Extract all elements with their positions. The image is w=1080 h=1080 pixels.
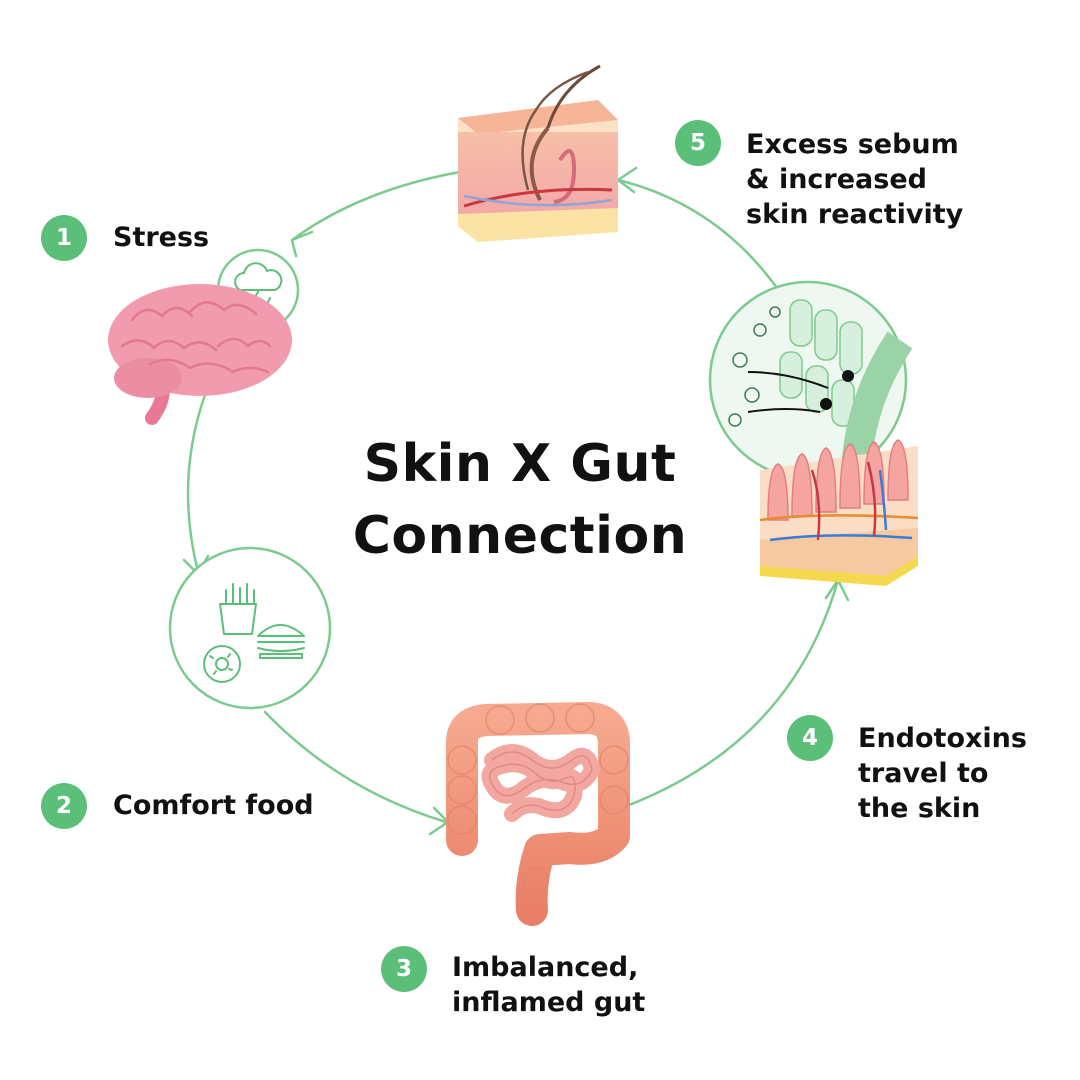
- step-1-badge: 1: [41, 215, 87, 261]
- title-line-2: Connection: [352, 506, 688, 566]
- comfort-food-circle: [168, 546, 332, 710]
- step-1-label: Stress: [113, 220, 209, 255]
- arc-villi-to-skin: [616, 178, 784, 297]
- step-4-label-line-3: the skin: [858, 793, 981, 824]
- step-4-badge: 4: [787, 715, 833, 761]
- step-5-label-line-3: skin reactivity: [746, 199, 964, 230]
- arc-skin-to-stress: [290, 170, 462, 242]
- step-4-label-line-1: Endotoxins: [858, 723, 1027, 754]
- arc-gut-to-villi: [608, 578, 840, 814]
- step-5-label: Excess sebum & increased skin reactivity: [746, 127, 963, 232]
- brain-illustration: [108, 284, 292, 425]
- diagram-title: Skin X Gut Connection: [290, 428, 750, 572]
- step-5-label-line-1: Excess sebum: [746, 129, 959, 160]
- intestinal-villi-illustration: [759, 439, 919, 586]
- step-2-label-line: Comfort food: [113, 790, 314, 821]
- gut-microbes-circle: [708, 280, 913, 480]
- intestines-illustration: [446, 702, 630, 926]
- arrowhead-villi: [824, 578, 850, 602]
- step-1-label-line: Stress: [113, 222, 210, 253]
- step-4-label: Endotoxins travel to the skin: [858, 721, 1027, 826]
- step-3-label-line-1: Imbalanced,: [452, 952, 639, 983]
- step-2-badge: 2: [41, 783, 87, 829]
- step-3-label: Imbalanced, inflamed gut: [452, 950, 645, 1020]
- step-3-badge: 3: [381, 946, 427, 992]
- skin-cross-section-illustration: [458, 64, 618, 242]
- step-4-label-line-2: travel to: [858, 758, 989, 789]
- step-2-label: Comfort food: [113, 788, 314, 823]
- fries-burger-donut-icon: [203, 583, 305, 683]
- arc-food-to-gut: [263, 710, 448, 824]
- arrowhead-stress: [290, 230, 314, 258]
- arc-brain-to-food: [186, 393, 207, 574]
- title-line-1: Skin X Gut: [363, 434, 677, 494]
- step-5-label-line-2: & increased: [746, 164, 927, 195]
- step-5-badge: 5: [675, 120, 721, 166]
- step-3-label-line-2: inflamed gut: [452, 987, 646, 1018]
